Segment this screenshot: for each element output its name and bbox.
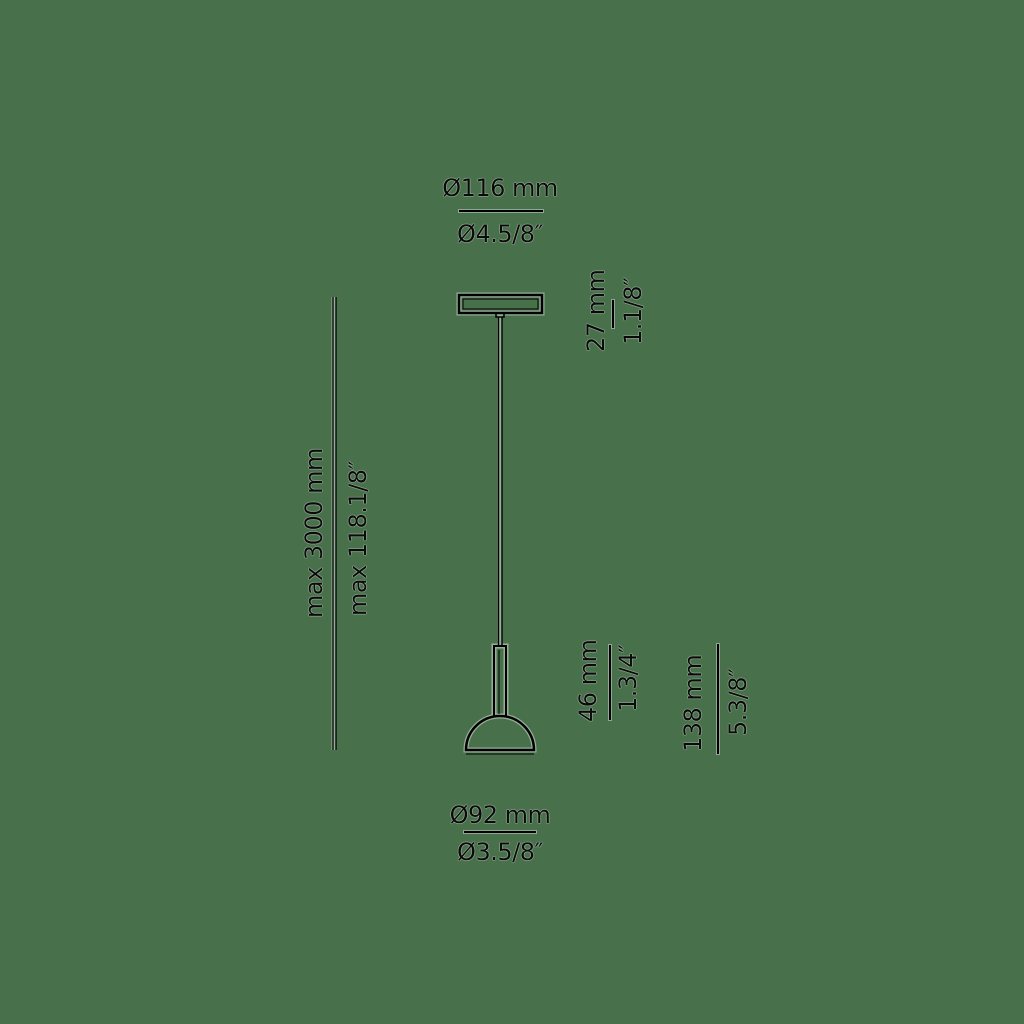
shade-diameter-in: Ø3.5/8″: [457, 838, 543, 866]
canopy-diameter-in: Ø4.5/8″: [457, 220, 543, 248]
canopy-height-mm: 27 mm: [582, 269, 610, 352]
canopy-diameter-mm: Ø116 mm: [442, 174, 558, 202]
cable-length-mm: max 3000 mm: [300, 448, 328, 618]
head-height-mm: 138 mm: [679, 654, 707, 752]
shade-diameter-mm: Ø92 mm: [449, 801, 551, 829]
cable-length-in: max 118.1/8″: [344, 461, 372, 616]
neck-height-divider: [609, 645, 611, 720]
canopy-height-in: 1.1/8″: [619, 277, 647, 346]
neck-height-in: 1.3/4″: [614, 644, 642, 713]
neck-height-mm: 46 mm: [574, 639, 602, 722]
shade-diameter-divider: [464, 831, 536, 833]
canopy-diameter-divider: [459, 210, 543, 212]
head-height-divider: [717, 644, 719, 754]
shade-shape: [464, 714, 536, 752]
canopy-shape: [457, 293, 544, 315]
head-height-in: 5.3/8″: [724, 668, 752, 737]
canopy-height-divider: [612, 300, 614, 328]
